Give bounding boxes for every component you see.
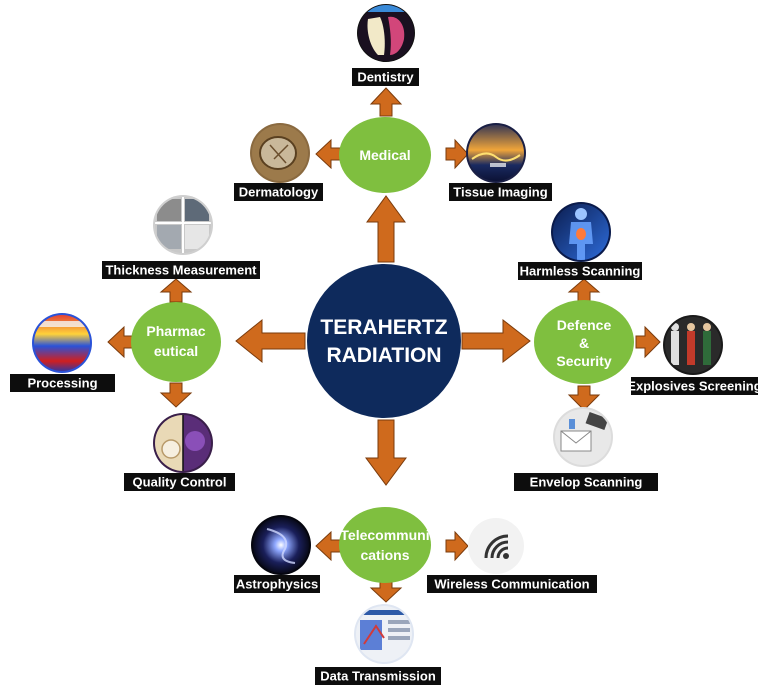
arrow-telecom-to-data [369, 579, 403, 603]
node-defence-circle [534, 300, 634, 384]
hub-circle [307, 264, 461, 418]
arrow-hub-to-medical [366, 195, 406, 263]
node-medical: Medical [339, 117, 431, 193]
label-data-transmission-text: Data Transmission [320, 669, 436, 684]
hub-node: TERAHERTZ RADIATION [307, 264, 461, 418]
arrow-hub-to-telecom [365, 419, 407, 486]
label-processing-text: Processing [27, 376, 97, 391]
arrow-hub-to-defence [461, 318, 531, 364]
node-medical-label: Medical [359, 147, 410, 163]
node-telecom-line-1: Telecommuni [340, 527, 429, 543]
arrow-pharma-to-thickness [159, 278, 193, 303]
label-harmless-scanning: Harmless Scanning [518, 262, 642, 280]
label-quality-control-text: Quality Control [133, 475, 227, 490]
node-defence-line-2: & [579, 335, 589, 351]
node-telecom: Telecommuni cations [339, 507, 431, 583]
thermal-map-photo-icon [32, 313, 92, 373]
label-tissue-imaging: Tissue Imaging [449, 183, 552, 201]
galaxy-photo-icon [251, 515, 311, 575]
label-envelop-scanning: Envelop Scanning [514, 473, 658, 491]
label-thickness-text: Thickness Measurement [105, 263, 257, 278]
label-wireless-communication-text: Wireless Communication [434, 577, 589, 592]
label-thickness: Thickness Measurement [102, 261, 260, 279]
label-dermatology-text: Dermatology [239, 185, 319, 200]
arrow-defence-to-harmless [567, 278, 601, 303]
label-wireless-communication: Wireless Communication [427, 575, 597, 593]
label-quality-control: Quality Control [124, 473, 235, 491]
hub-line-2: RADIATION [326, 344, 441, 367]
label-processing: Processing [10, 374, 115, 392]
material-layers-photo-icon [153, 195, 213, 255]
passenger-screening-photo-icon [663, 315, 723, 375]
node-pharma-line-1: Pharmac [146, 323, 205, 339]
label-dermatology: Dermatology [234, 183, 323, 201]
network-data-photo-icon [354, 604, 414, 664]
node-telecom-line-2: cations [360, 547, 409, 563]
app-labels: Dentistry Dermatology Tissue Imaging Thi… [10, 68, 759, 685]
label-astrophysics-text: Astrophysics [236, 577, 318, 592]
skin-lesion-photo-icon [250, 123, 310, 183]
node-pharma-circle [131, 302, 221, 382]
label-tissue-imaging-text: Tissue Imaging [453, 185, 547, 200]
arrow-medical-to-dentistry [369, 87, 403, 117]
tissue-scan-photo-icon [466, 123, 526, 183]
arrow-defence-to-explosives [635, 325, 661, 359]
label-dentistry-text: Dentistry [357, 70, 414, 85]
node-medical-circle [339, 117, 431, 193]
arrow-medical-to-tissue [445, 138, 469, 170]
tablet-inspection-photo-icon [153, 413, 213, 473]
envelope-scanner-photo-icon [553, 407, 613, 467]
label-astrophysics: Astrophysics [234, 575, 320, 593]
node-telecom-circle [339, 507, 431, 583]
label-data-transmission: Data Transmission [315, 667, 441, 685]
label-explosives-screening: Explosives Screening [627, 377, 759, 395]
arrow-defence-to-envelop [567, 385, 601, 411]
label-envelop-scanning-text: Envelop Scanning [530, 475, 643, 490]
label-harmless-scanning-text: Harmless Scanning [520, 264, 641, 279]
node-defence-line-3: Security [556, 353, 611, 369]
wifi-signal-icon [468, 518, 524, 574]
arrows [107, 87, 661, 603]
hub-line-1: TERAHERTZ [320, 316, 447, 339]
node-defence: Defence & Security [534, 300, 634, 384]
node-pharma-line-2: eutical [154, 343, 198, 359]
arrow-hub-to-pharma [235, 318, 306, 364]
node-pharma: Pharmac eutical [131, 302, 221, 382]
arrow-pharma-to-processing [107, 325, 134, 359]
body-scan-photo-icon [551, 202, 611, 262]
label-dentistry: Dentistry [352, 68, 419, 86]
arrow-telecom-to-astrophysics [315, 530, 341, 562]
arrow-medical-to-dermatology [315, 138, 341, 170]
arrow-pharma-to-quality [159, 382, 193, 408]
arrow-telecom-to-wireless [445, 530, 469, 562]
tooth-xray-photo-icon [357, 4, 415, 62]
node-defence-line-1: Defence [557, 317, 612, 333]
label-explosives-screening-text: Explosives Screening [627, 379, 759, 394]
